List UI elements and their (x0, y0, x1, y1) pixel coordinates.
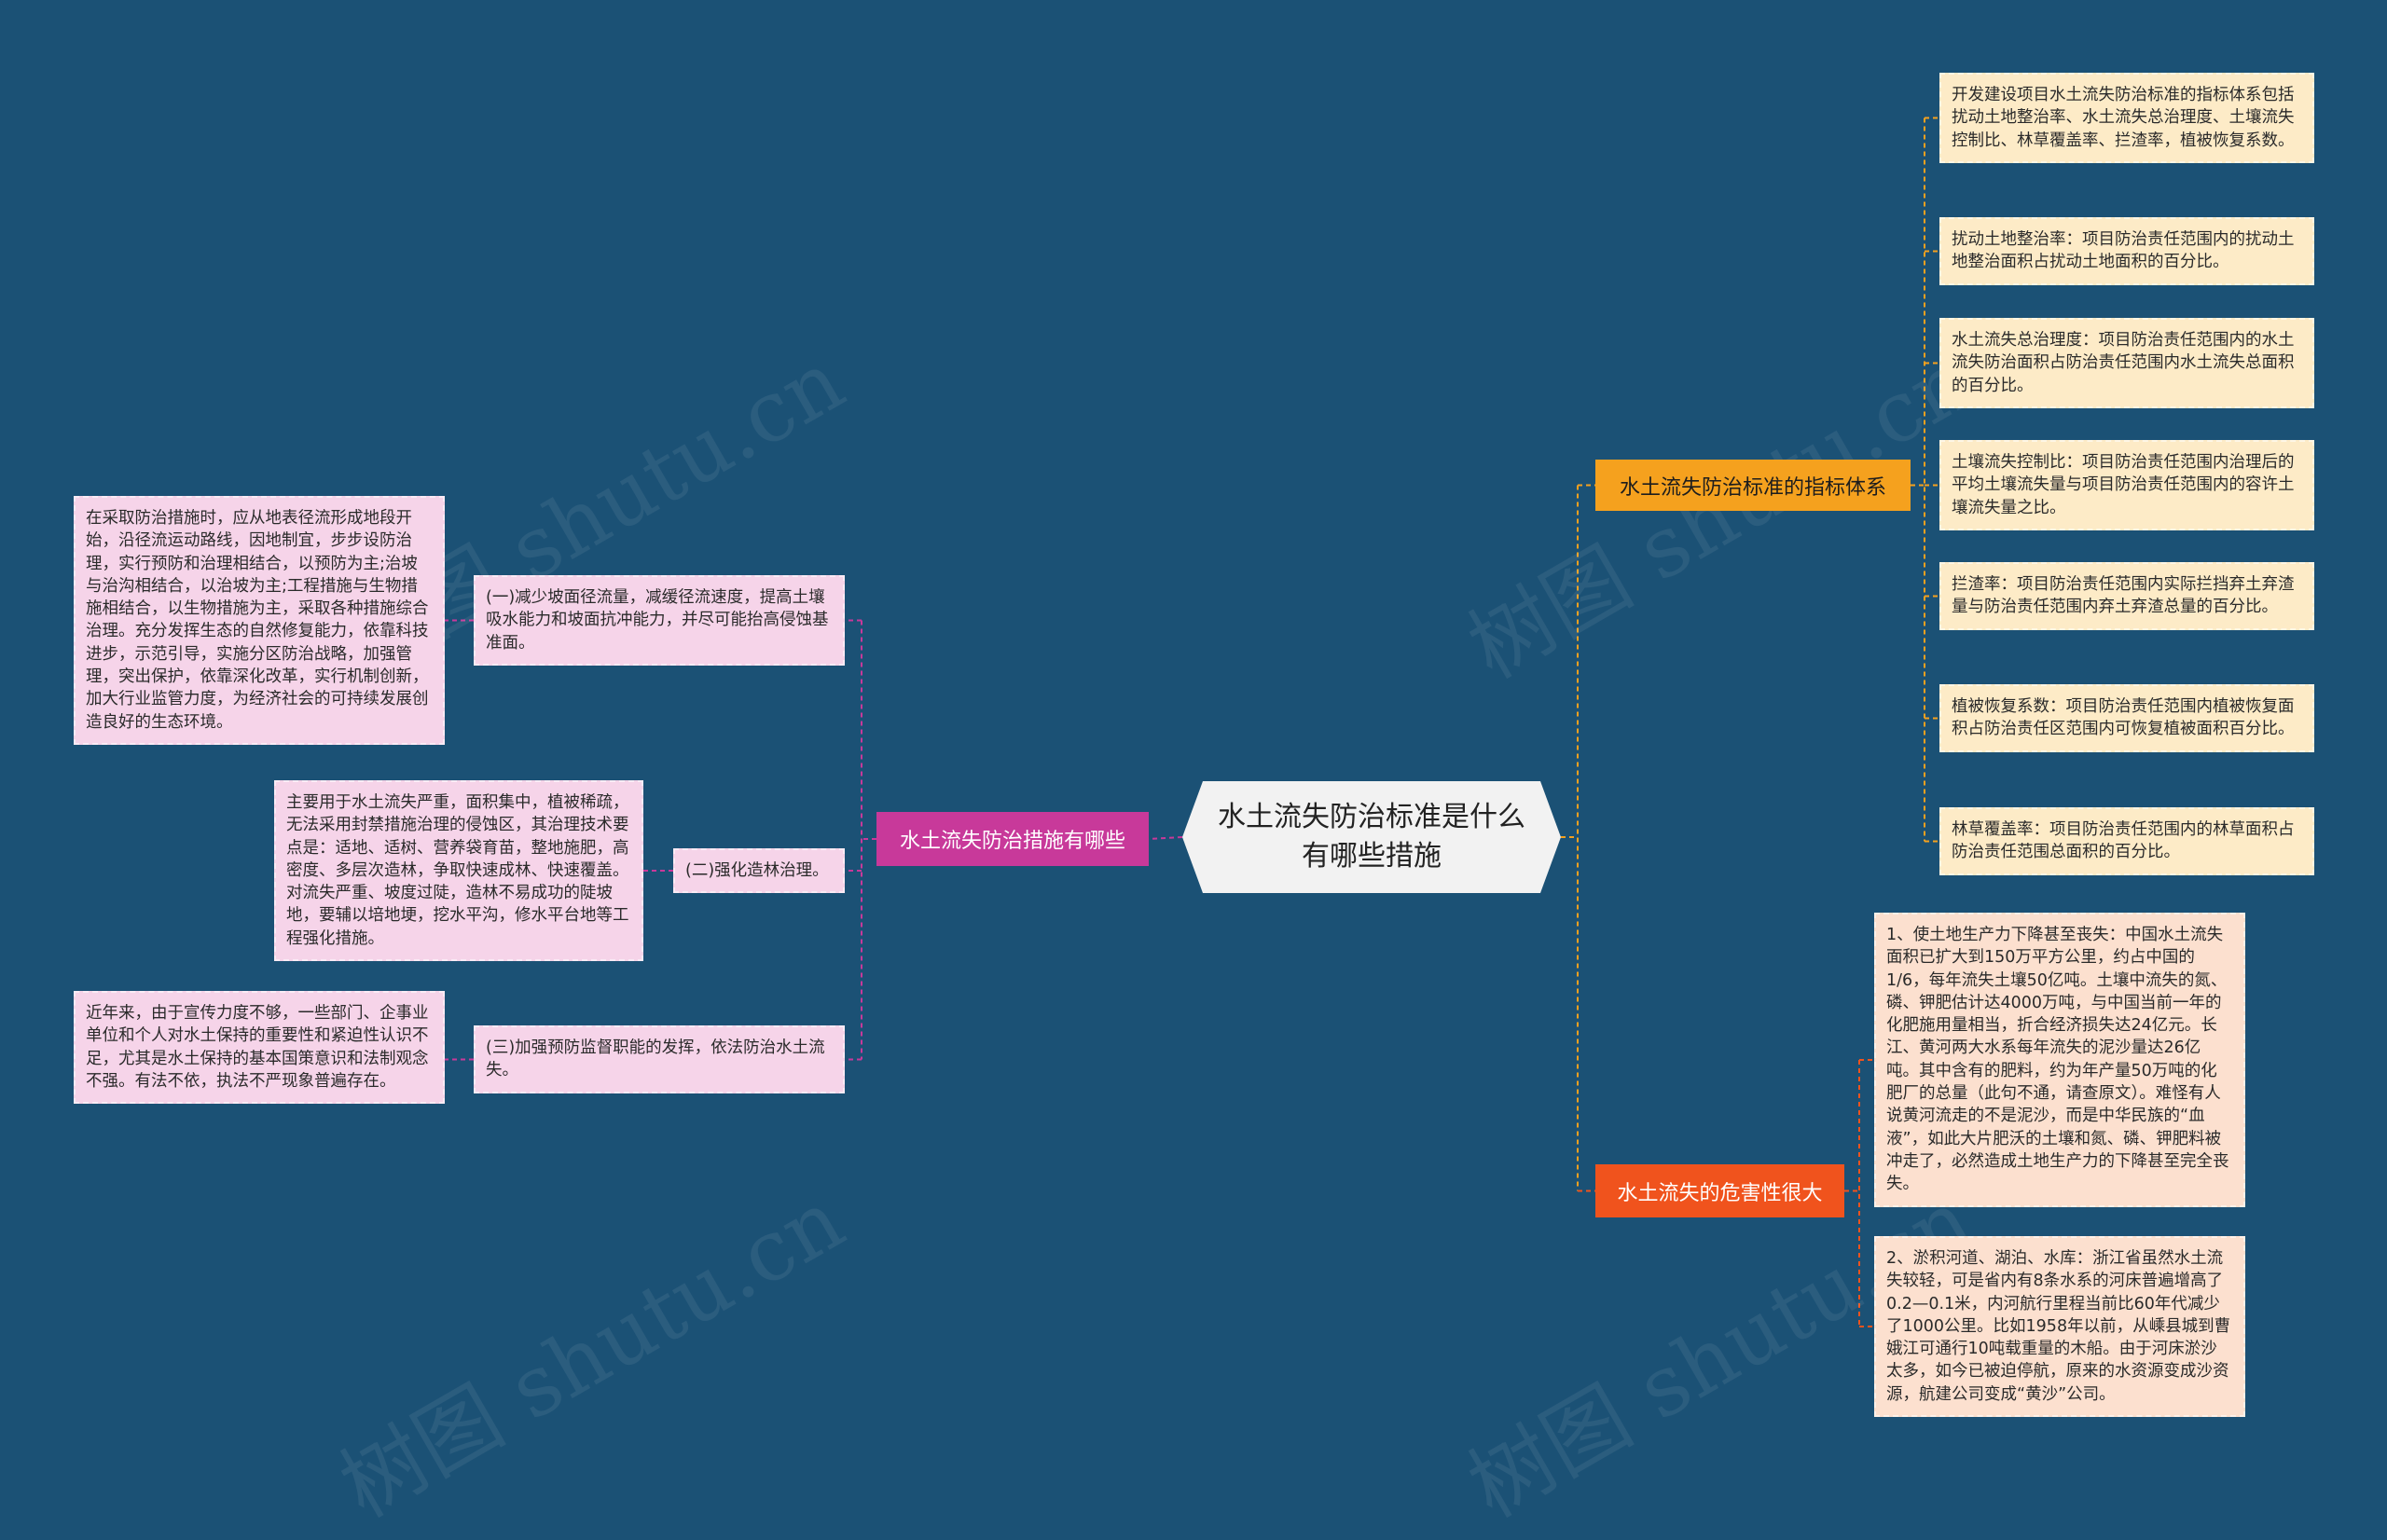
branch-prevention-measures[interactable]: 水土流失防治措施有哪些 (876, 812, 1149, 866)
hazard-2[interactable]: 2、淤积河道、湖泊、水库：浙江省虽然水土流失较轻，可是省内有8条水系的河床普遍增… (1874, 1236, 2245, 1418)
measure-2-detail[interactable]: 主要用于水土流失严重，面积集中，植被稀疏，无法采用封禁措施治理的侵蚀区，其治理技… (274, 780, 643, 962)
branch-hazards[interactable]: 水土流失的危害性很大 (1595, 1164, 1844, 1217)
indicator-disturbed-land[interactable]: 扰动土地整治率：项目防治责任范围内的扰动土地整治面积占扰动土地面积的百分比。 (1939, 217, 2314, 285)
indicator-soil-loss-ratio[interactable]: 土壤流失控制比：项目防治责任范围内治理后的平均土壤流失量与项目防治责任范围内的容… (1939, 440, 2314, 530)
measure-1-topic[interactable]: (一)减少坡面径流量，减缓径流速度，提高土壤吸水能力和坡面抗冲能力，并尽可能抬高… (474, 575, 845, 666)
indicator-total-control[interactable]: 水土流失总治理度：项目防治责任范围内的水土流失防治面积占防治责任范围内水土流失总… (1939, 318, 2314, 408)
central-topic[interactable]: 水土流失防治标准是什么有哪些措施 (1182, 781, 1561, 893)
indicator-vegetation-recovery[interactable]: 植被恢复系数：项目防治责任范围内植被恢复面积占防治责任区范围内可恢复植被面积百分… (1939, 684, 2314, 752)
mind-map-canvas: 树图 shutu.cn 树图 shutu.cn 树图 shutu.cn 树图 s… (74, 73, 2314, 1536)
hazard-1[interactable]: 1、使土地生产力下降甚至丧失：中国水土流失面积已扩大到150万平方公里，约占中国… (1874, 913, 2245, 1207)
branch-indicator-system[interactable]: 水土流失防治标准的指标体系 (1595, 460, 1911, 511)
measure-1-detail[interactable]: 在采取防治措施时，应从地表径流形成地段开始，沿径流运动路线，因地制宜，步步设防治… (74, 496, 445, 745)
indicator-forest-grass-coverage[interactable]: 林草覆盖率：项目防治责任范围内的林草面积占防治责任范围总面积的百分比。 (1939, 807, 2314, 875)
measure-2-topic[interactable]: (二)强化造林治理。 (673, 848, 845, 894)
measure-3-topic[interactable]: (三)加强预防监督职能的发挥，依法防治水土流失。 (474, 1025, 845, 1093)
indicator-overview[interactable]: 开发建设项目水土流失防治标准的指标体系包括扰动土地整治率、水土流失总治理度、土壤… (1939, 73, 2314, 163)
connector-lines (445, 117, 1939, 1327)
measure-3-detail[interactable]: 近年来，由于宣传力度不够，一些部门、企事业单位和个人对水土保持的重要性和紧迫性认… (74, 991, 445, 1105)
connector-center-left (1148, 836, 1183, 840)
indicator-slag-retention[interactable]: 拦渣率：项目防治责任范围内实际拦挡弃土弃渣量与防治责任范围内弃土弃渣总量的百分比… (1939, 562, 2314, 630)
